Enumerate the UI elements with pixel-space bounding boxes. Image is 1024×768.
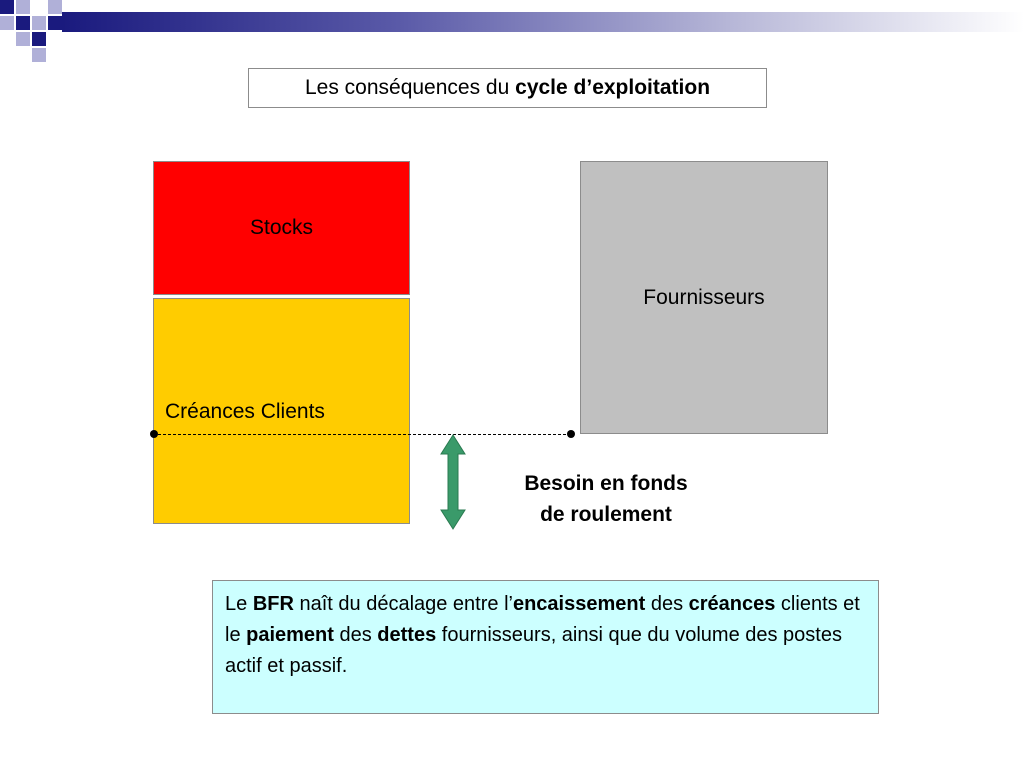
deco-square xyxy=(32,0,46,14)
creances-label: Créances Clients xyxy=(165,400,325,423)
fournisseurs-block: Fournisseurs xyxy=(580,161,828,434)
fournisseurs-label: Fournisseurs xyxy=(643,285,765,309)
info-text: naît du décalage entre l’ xyxy=(293,593,513,615)
info-text: Le xyxy=(225,593,253,615)
deco-square xyxy=(48,16,62,30)
info-bold: encaissement xyxy=(512,593,646,615)
connector-dot-left xyxy=(150,430,158,438)
connector-dot-right xyxy=(567,430,575,438)
slide-title: Les conséquences du cycle d’exploitation xyxy=(248,68,767,108)
deco-square xyxy=(0,0,14,14)
bfr-label: Besoin en fonds de roulement xyxy=(480,468,732,530)
deco-square xyxy=(16,32,30,46)
info-text: fournisseurs, ainsi que du volume des po… xyxy=(225,624,842,677)
deco-square xyxy=(16,16,30,30)
info-bold: créances xyxy=(688,593,776,615)
dashed-connector xyxy=(153,434,571,435)
info-bold: dettes xyxy=(377,624,437,646)
header-gradient-bar xyxy=(62,12,1024,32)
deco-square xyxy=(16,0,30,14)
deco-square xyxy=(32,16,46,30)
bfr-explanation-box: Le BFR naît du décalage entre l’encaisse… xyxy=(212,580,879,714)
info-text: des xyxy=(645,593,689,615)
title-bold: cycle d’exploitation xyxy=(515,76,711,99)
double-arrow-icon xyxy=(440,434,466,530)
title-prefix: Les conséquences du xyxy=(304,76,510,99)
creances-block: Créances Clients xyxy=(153,298,410,524)
deco-square xyxy=(32,48,46,62)
info-bold: BFR xyxy=(252,593,294,615)
stocks-label: Stocks xyxy=(249,216,314,239)
info-text: des xyxy=(333,624,378,646)
deco-square xyxy=(0,16,14,30)
bfr-label-line2: de roulement xyxy=(540,503,672,526)
info-text: clients et le xyxy=(225,593,860,646)
deco-square xyxy=(32,32,46,46)
stocks-block: Stocks xyxy=(153,161,410,295)
info-bold: paiement xyxy=(246,624,334,646)
bfr-label-line1: Besoin en fonds xyxy=(524,472,688,495)
deco-square xyxy=(48,0,62,14)
